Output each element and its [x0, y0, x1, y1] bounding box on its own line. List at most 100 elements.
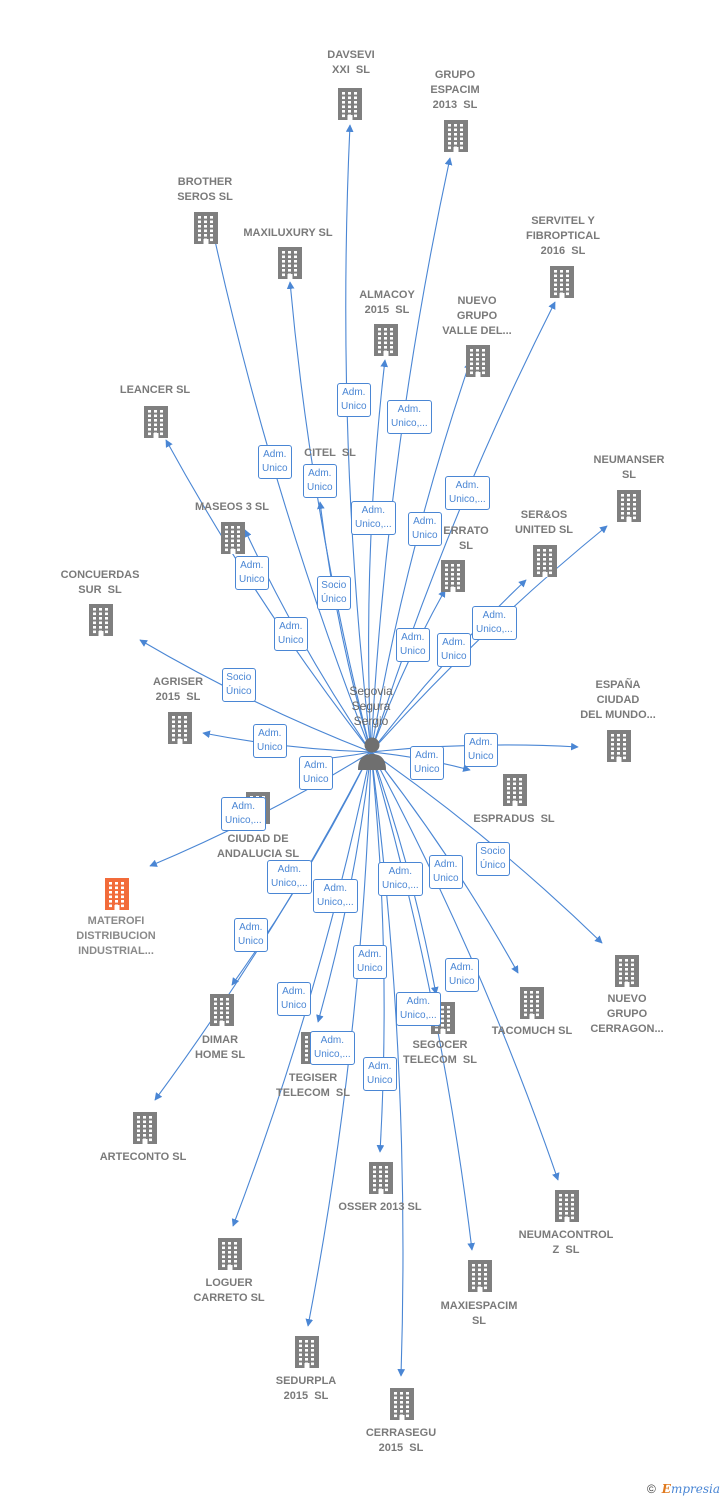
building-icon-almacoy[interactable] [371, 322, 401, 356]
building-icon-concuerdas[interactable] [86, 602, 116, 636]
role-badge[interactable]: Socio Único [222, 668, 256, 702]
building-icon-materofi[interactable] [102, 876, 132, 910]
company-label-sedurpla[interactable]: SEDURPLA 2015 SL [275, 1375, 337, 1402]
company-label-citel[interactable]: CITEL SL [304, 447, 356, 459]
role-badge[interactable]: Adm. Unico [410, 746, 444, 780]
company-label-nuevo-grupo-cerragon[interactable]: NUEVO GRUPO CERRAGON... [590, 993, 664, 1035]
role-badge[interactable]: Adm. Unico,... [267, 860, 312, 894]
building-icon-cerrasegu[interactable] [387, 1386, 417, 1420]
brand-e: E [661, 1482, 671, 1496]
role-badge[interactable]: Adm. Unico [408, 512, 442, 546]
role-badge[interactable]: Adm. Unico,... [313, 879, 358, 913]
role-badge[interactable]: Adm. Unico [253, 724, 287, 758]
role-badge[interactable]: Adm. Unico [277, 982, 311, 1016]
company-label-davsevi[interactable]: DAVSEVI XXI SL [327, 49, 375, 76]
company-label-leancer[interactable]: LEANCER SL [119, 384, 191, 396]
building-icon-seros-united[interactable] [530, 543, 560, 577]
building-icon-agriser[interactable] [165, 710, 195, 744]
company-label-segocer[interactable]: SEGOCER TELECOM SL [403, 1039, 477, 1066]
role-badge[interactable]: Adm. Unico,... [221, 797, 266, 831]
role-badge[interactable]: Adm. Unico [299, 756, 333, 790]
building-icon-arteconto[interactable] [130, 1110, 160, 1144]
role-badge[interactable]: Adm. Unico [234, 918, 268, 952]
edge-errato [370, 589, 446, 753]
company-label-dimar[interactable]: DIMAR HOME SL [194, 1034, 246, 1061]
building-icon-maxiluxury[interactable] [275, 245, 305, 279]
role-badge[interactable]: Adm. Unico,... [378, 862, 423, 896]
company-label-nuevo-grupo-valle[interactable]: NUEVO GRUPO VALLE DEL... [442, 295, 512, 337]
company-label-maxiluxury[interactable]: MAXILUXURY SL [243, 227, 333, 239]
brand-footer[interactable]: ©Empresia [647, 1482, 720, 1496]
role-badge[interactable]: Adm. Unico [353, 945, 387, 979]
role-badge[interactable]: Adm. Unico [235, 556, 269, 590]
role-badge[interactable]: Adm. Unico,... [396, 992, 441, 1026]
company-label-neumacontrol[interactable]: NEUMACONTROL Z SL [518, 1229, 614, 1256]
building-icon-leancer[interactable] [141, 404, 171, 438]
company-label-concuerdas[interactable]: CONCUERDAS SUR SL [60, 569, 140, 596]
role-badge[interactable]: Adm. Unico [437, 633, 471, 667]
company-label-osser[interactable]: OSSER 2013 SL [338, 1201, 422, 1213]
building-icon-tacomuch[interactable] [517, 985, 547, 1019]
building-icon-sedurpla[interactable] [292, 1334, 322, 1368]
role-badge[interactable]: Adm. Unico [258, 445, 292, 479]
company-label-espana-ciudad[interactable]: ESPAÑA CIUDAD DEL MUNDO... [580, 679, 656, 721]
building-icon-neumanser[interactable] [614, 488, 644, 522]
building-icon-nuevo-grupo-cerragon[interactable] [612, 953, 642, 987]
building-icon-loguer[interactable] [215, 1236, 245, 1270]
company-label-almacoy[interactable]: ALMACOY 2015 SL [359, 289, 415, 316]
building-icon-osser[interactable] [366, 1160, 396, 1194]
role-badge[interactable]: Adm. Unico,... [310, 1031, 355, 1065]
company-label-agriser[interactable]: AGRISER 2015 SL [152, 676, 204, 703]
company-label-arteconto[interactable]: ARTECONTO SL [99, 1151, 187, 1163]
brand-name: mpresia [670, 1482, 720, 1496]
role-badge[interactable]: Adm. Unico [429, 855, 463, 889]
building-icon-neumacontrol[interactable] [552, 1188, 582, 1222]
building-icon-espana-ciudad[interactable] [604, 728, 634, 762]
building-icon-espradus[interactable] [500, 772, 530, 806]
company-label-loguer[interactable]: LOGUER CARRETO SL [193, 1277, 265, 1304]
company-label-errato[interactable]: ERRATO SL [443, 525, 489, 552]
company-label-materofi[interactable]: MATEROFI DISTRIBUCION INDUSTRIAL... [76, 915, 156, 957]
edge-almacoy [368, 359, 389, 753]
edge-loguer [231, 751, 372, 1227]
person-icon[interactable] [356, 736, 388, 770]
edge-servitel [370, 301, 556, 753]
building-icon-davsevi[interactable] [335, 86, 365, 120]
role-badge[interactable]: Adm. Unico [274, 617, 308, 651]
building-icon-grupo-espacim[interactable] [441, 118, 471, 152]
role-badge[interactable]: Adm. Unico [303, 464, 337, 498]
edge-leancer [165, 439, 372, 753]
role-badge[interactable]: Adm. Unico,... [472, 606, 517, 640]
company-label-ciudad-andalucia[interactable]: CIUDAD DE ANDALUCIA SL [216, 833, 300, 860]
building-icon-nuevo-grupo-valle[interactable] [463, 343, 493, 377]
building-icon-dimar[interactable] [207, 992, 237, 1026]
edge-arteconto [154, 751, 372, 1101]
role-badge[interactable]: Adm. Unico,... [387, 400, 432, 434]
company-label-tacomuch[interactable]: TACOMUCH SL [491, 1025, 573, 1037]
role-badge[interactable]: Socio Único [317, 576, 351, 610]
company-label-tegiser[interactable]: TEGISER TELECOM SL [276, 1072, 350, 1099]
building-icon-servitel[interactable] [547, 264, 577, 298]
company-label-cerrasegu[interactable]: CERRASEGU 2015 SL [365, 1427, 437, 1454]
company-label-neumanser[interactable]: NEUMANSER SL [593, 454, 665, 481]
company-label-seros-united[interactable]: SER&OS UNITED SL [514, 509, 574, 536]
role-badge[interactable]: Adm. Unico [464, 733, 498, 767]
company-label-grupo-espacim[interactable]: GRUPO ESPACIM 2013 SL [430, 69, 480, 111]
building-icon-maseos[interactable] [218, 520, 248, 554]
role-badge[interactable]: Socio Único [476, 842, 510, 876]
building-icon-brotheros[interactable] [191, 210, 221, 244]
role-badge[interactable]: Adm. Unico,... [445, 476, 490, 510]
edge-brotheros [207, 217, 372, 753]
role-badge[interactable]: Adm. Unico [363, 1057, 397, 1091]
building-icon-errato[interactable] [438, 558, 468, 592]
company-label-maseos[interactable]: MASEOS 3 SL [195, 501, 269, 513]
role-badge[interactable]: Adm. Unico [445, 958, 479, 992]
company-label-brotheros[interactable]: BROTHER SEROS SL [177, 176, 233, 203]
role-badge[interactable]: Adm. Unico [396, 628, 430, 662]
company-label-maxiespacim[interactable]: MAXIESPACIM SL [440, 1300, 518, 1327]
role-badge[interactable]: Adm. Unico [337, 383, 371, 417]
company-label-servitel[interactable]: SERVITEL Y FIBROPTICAL 2016 SL [526, 215, 600, 257]
building-icon-maxiespacim[interactable] [465, 1258, 495, 1292]
role-badge[interactable]: Adm. Unico,... [351, 501, 396, 535]
company-label-espradus[interactable]: ESPRADUS SL [473, 813, 555, 825]
